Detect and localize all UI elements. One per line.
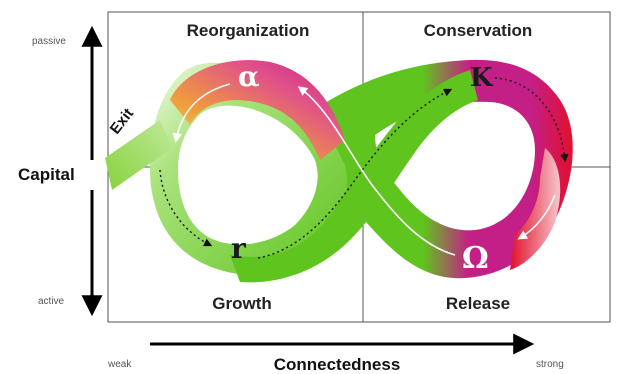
- flow-arrow-growth: [159, 169, 213, 247]
- omega-symbol: Ω: [462, 241, 489, 276]
- r-symbol: r: [231, 232, 247, 265]
- flow-arrow-omega-to-alpha: [297, 86, 456, 256]
- k-symbol: K: [470, 63, 494, 93]
- quadrant-conservation: Conservation: [424, 21, 533, 40]
- left-loop-hole: [178, 105, 318, 245]
- flow-arrow-omega-release: [517, 194, 556, 240]
- y-axis-top-label: passive: [32, 36, 66, 47]
- exit-band: [105, 120, 172, 190]
- quadrant-reorganization: Reorganization: [187, 21, 310, 40]
- x-axis-left-label: weak: [107, 359, 132, 370]
- release-edge: [510, 148, 561, 270]
- y-axis-bottom-label: active: [38, 296, 65, 307]
- x-axis-right-label: strong: [536, 359, 564, 370]
- alpha-symbol: α: [238, 60, 260, 93]
- flow-arrow-k-to-omega: [494, 77, 569, 163]
- quadrant-release: Release: [446, 294, 510, 313]
- y-axis-label: Capital: [18, 165, 75, 184]
- reorganization-band: [170, 60, 345, 160]
- crossing-band: [230, 70, 478, 283]
- x-axis-label: Connectedness: [274, 355, 401, 374]
- flow-arrow-alpha-down: [172, 83, 231, 143]
- quadrant-growth: Growth: [212, 294, 272, 313]
